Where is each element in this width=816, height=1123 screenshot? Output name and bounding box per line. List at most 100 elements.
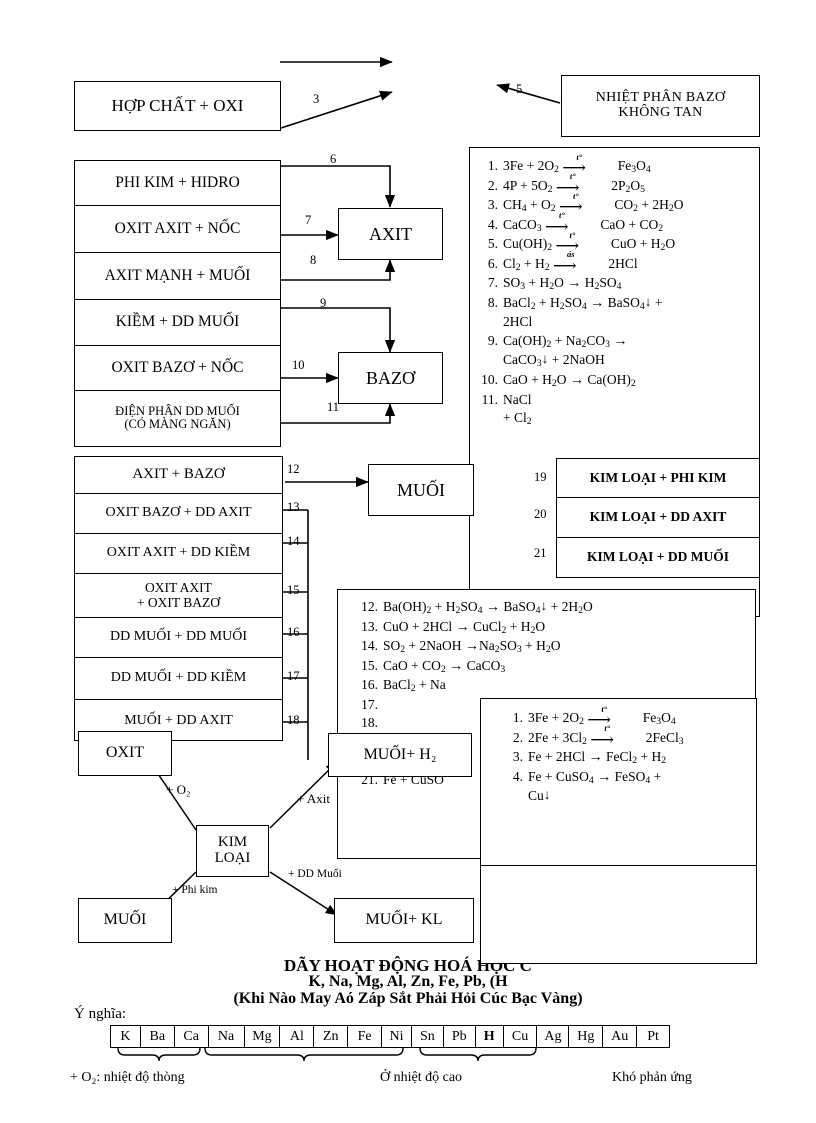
series-cell: K [111, 1026, 141, 1047]
series-cell: Fe [348, 1026, 383, 1047]
stack1-label-3: KIỀM + DD MUỐI [115, 313, 240, 331]
series-cell: Mg [245, 1026, 281, 1047]
stack1-label-2: AXIT MẠNH + MUỐI [104, 266, 251, 284]
arrow-number-9: 9 [320, 296, 327, 310]
group-label-2: Khó phản ứng [612, 1070, 692, 1085]
edge-label-plus-o2: + O₂ [166, 782, 191, 797]
stack2-label-4: DD MUỐI + DD MUỐI [110, 629, 247, 645]
box-muoi-kl-product[interactable]: MUỐI+ KL [334, 898, 474, 943]
box-bazo[interactable]: BAZƠ [338, 352, 443, 404]
stack1-row-3[interactable]: KIỀM + DD MUỐI [75, 300, 280, 346]
reaction-main-item: 4.CaCO3 t° CaO + CO2 [474, 210, 755, 238]
series-cell: Au [603, 1026, 638, 1047]
series-cell: Al [280, 1026, 315, 1047]
rightstack-label-2: KIM LOẠI + DD MUỐI [587, 549, 729, 565]
arrow-number-3: 3 [313, 92, 320, 106]
stack2-row-5[interactable]: DD MUỐI + DD KIỀM [75, 658, 282, 700]
stack2-row-4[interactable]: DD MUỐI + DD MUỐI [75, 618, 282, 658]
box-nhiet-phan-bazo[interactable]: NHIỆT PHÂN BAZƠ KHÔNG TAN [561, 75, 760, 137]
arrow-number-19: 19 [534, 470, 547, 484]
activity-series-title: DÃY HOẠT ĐỘNG HOÁ HỌC C K, Na, Mg, Al, Z… [0, 957, 816, 1007]
stack1-label-5: ĐIỆN PHÂN DD MUỐI (CÓ MÀNG NGĂN) [115, 403, 240, 431]
box-oxit-product-label: OXIT [105, 744, 145, 762]
box-muoi-h2-product[interactable]: MUỐI+ H₂ [328, 733, 472, 777]
stack2-row-1[interactable]: OXIT BAZƠ + DD AXIT [75, 494, 282, 534]
y-nghia-label: Ý nghĩa: [74, 1006, 127, 1022]
arrow-number-12: 12 [287, 462, 300, 476]
box-nhiet-phan-bazo-label: NHIỆT PHÂN BAZƠ KHÔNG TAN [595, 90, 726, 120]
stack2-label-1: OXIT BAZƠ + DD AXIT [105, 505, 252, 521]
stack1-row-1[interactable]: OXIT AXIT + NỐC [75, 206, 280, 253]
reaction-inset-item: 4.Fe + CuSO4 → FeSO4 + [512, 768, 662, 786]
arrow-number-11: 11 [327, 400, 340, 414]
arrow-number-14: 14 [287, 534, 300, 548]
reaction-main-item: 2HCl [503, 314, 533, 330]
box-muoi-center[interactable]: MUỐI [368, 464, 474, 516]
rightstack-label-1: KIM LOẠI + DD AXIT [589, 509, 727, 525]
box-muoi-kl-product-label: MUỐI+ KL [365, 911, 443, 929]
series-cell: Pt [647, 1028, 659, 1044]
box-hop-chat-oxi-label: HỢP CHẤT + OXI [111, 96, 244, 116]
box-axit[interactable]: AXIT [338, 208, 443, 260]
arrow-number-8: 8 [310, 253, 317, 267]
box-axit-label: AXIT [369, 223, 412, 244]
rightstack-label-0: KIM LOẠI + PHI KIM [589, 469, 727, 485]
reaction-inset-item: 3.Fe + 2HCl → FeCl2 + H2 [512, 749, 667, 767]
box-muoi-center-label: MUỐI [397, 479, 445, 500]
stack1-row-0[interactable]: PHI KIM + HIDRO [75, 161, 280, 206]
right-stack-metal-groups: KIM LOẠI + PHI KIM KIM LOẠI + DD AXIT KI… [556, 458, 760, 578]
box-muoi-product-label: MUỐI [103, 911, 147, 929]
series-cell: Ni [382, 1026, 412, 1047]
arrow-number-20: 20 [534, 507, 547, 521]
reaction-second-item: 12.Ba(OH)2 + H2SO4 → BaSO4↓ + 2H2O [361, 598, 593, 617]
stack2-row-2[interactable]: OXIT AXIT + DD KIỀM [75, 534, 282, 574]
reaction-main-item: 5.Cu(OH)2 t° CuO + H2O [474, 230, 755, 258]
group-label-0: + O₂: nhiệt độ thòng [70, 1070, 185, 1085]
box-oxit-product[interactable]: OXIT [78, 731, 172, 776]
series-cell: Zn [314, 1026, 349, 1047]
arrow-number-13: 13 [287, 500, 300, 514]
reaction-second-item: 17. [361, 696, 378, 712]
stack2-label-0: AXIT + BAZƠ [132, 466, 225, 483]
stack1-row-4[interactable]: OXIT BAZƠ + NỐC [75, 346, 280, 391]
box-bazo-label: BAZƠ [366, 367, 415, 388]
reaction-main-item: 8.BaCl2 + H2SO4 → BaSO4↓ + [487, 293, 663, 312]
edge-label-plus-phi-kim: + Phi kim [172, 884, 218, 896]
stack1-row-2[interactable]: AXIT MẠNH + MUỐI [75, 253, 280, 300]
rightstack-row-2[interactable]: KIM LOẠI + DD MUỐI [557, 538, 759, 577]
rightstack-row-0[interactable]: KIM LOẠI + PHI KIM [557, 459, 759, 498]
stack2-row-6[interactable]: MUỐI + DD AXIT [75, 700, 282, 742]
reaction-second-item: 14.SO2 + 2NaOH →Na2SO3 + H2O [361, 638, 561, 656]
box-kim-loai-hub-label: KIM LOẠI [214, 834, 251, 866]
series-cell: Na [209, 1026, 245, 1047]
arrow-number-7: 7 [305, 213, 312, 227]
stack2-row-3[interactable]: OXIT AXIT + OXIT BAZƠ [75, 574, 282, 618]
series-cell: Pb [444, 1026, 476, 1047]
stack2-label-3: OXIT AXIT + OXIT BAZƠ [136, 580, 221, 610]
reaction-main-item: 3.CH4 + O2 t° CO2 + 2H2O [474, 191, 755, 219]
stack1-row-5[interactable]: ĐIỆN PHÂN DD MUỐI (CÓ MÀNG NGĂN) [75, 391, 280, 445]
box-muoi-product[interactable]: MUỐI [78, 898, 172, 943]
arrow-number-5: 5 [516, 82, 523, 96]
rightstack-row-1[interactable]: KIM LOẠI + DD AXIT [557, 498, 759, 538]
stack1-label-1: OXIT AXIT + NỐC [114, 219, 241, 237]
stack2-row-0[interactable]: AXIT + BAZƠ [75, 457, 282, 494]
box-kim-loai-hub[interactable]: KIM LOẠI [196, 825, 269, 877]
activity-series-title-line3: (Khi Nào May Aó Záp Sắt Phải Hỏi Cúc Bạc… [233, 989, 583, 1007]
reaction-inset-item: 2.2Fe + 3Cl2 t° 2FeCl3 [499, 723, 752, 751]
reaction-main-item: 9.Ca(OH)2 + Na2CO3 → [487, 332, 628, 351]
series-cell: Cu [504, 1026, 538, 1047]
left-stack-reactant-groups-2: AXIT + BAZƠ OXIT BAZƠ + DD AXIT OXIT AXI… [74, 456, 283, 741]
reaction-inset-item: 1.3Fe + 2O2 t° Fe3O4 [499, 704, 752, 732]
arrow-number-15: 15 [287, 583, 300, 597]
arrow-number-21: 21 [534, 546, 547, 560]
stack2-label-6: MUỐI + DD AXIT [124, 712, 233, 728]
activity-series-title-line2: K, Na, Mg, Al, Zn, Fe, Pb, (H [308, 973, 508, 991]
box-hop-chat-oxi[interactable]: HỢP CHẤT + OXI [74, 81, 281, 131]
reaction-main-item: 11.NaCl [481, 391, 532, 407]
overlay-white-box [480, 866, 757, 964]
reaction-main-item: 1.3Fe + 2O2 t° Fe3O4 [474, 152, 755, 180]
series-cell: Sn [412, 1026, 444, 1047]
